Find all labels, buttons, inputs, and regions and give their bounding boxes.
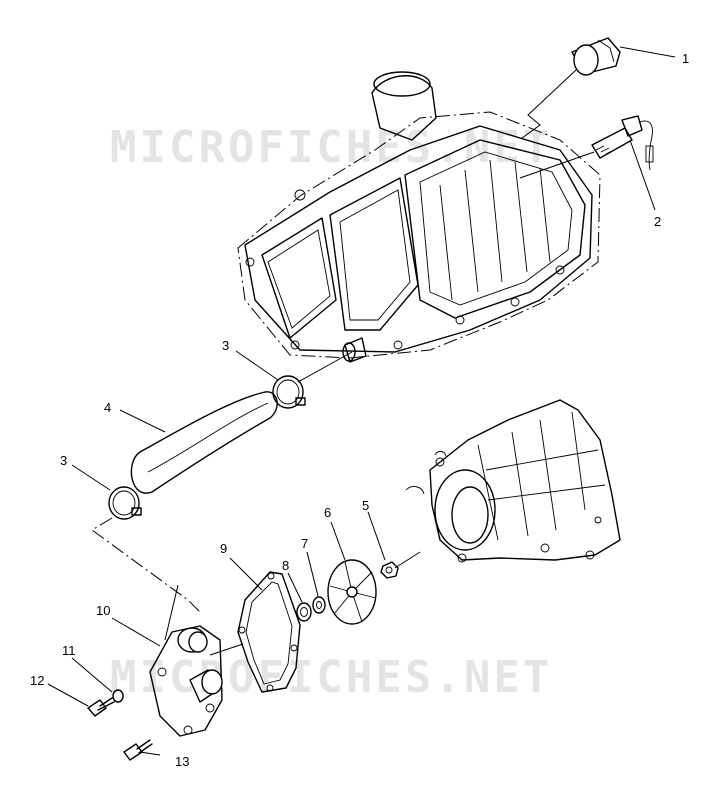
callout-3-lower: 3: [60, 453, 67, 468]
callout-4: 4: [104, 400, 111, 415]
part-4-coolant-hose: [130, 391, 278, 494]
part-1-cap: [571, 37, 621, 76]
callout-13: 13: [175, 754, 189, 769]
callout-3-upper: 3: [222, 338, 229, 353]
hose-routing-line: [91, 517, 201, 613]
watermark-top: MICROFICHES.NET: [110, 122, 552, 173]
callout-1: 1: [682, 51, 689, 66]
part-12-bolt: [87, 697, 115, 717]
part-3-hose-clamp-lower: [108, 486, 142, 520]
part-11-washer: [112, 689, 124, 703]
part-2-sensor: [591, 115, 654, 171]
callout-7: 7: [301, 536, 308, 551]
callouts: 1 2 3 3 4 5 6 7 8 9 10 11 12 13: [30, 51, 689, 769]
callout-12: 12: [30, 673, 44, 688]
part-3-hose-clamp-upper: [272, 375, 306, 409]
leader-lines: [47, 46, 676, 756]
part-8-seal: [296, 602, 312, 622]
callout-8: 8: [282, 558, 289, 573]
part-10-pump-cover: [149, 625, 223, 737]
part-6-impeller: [327, 559, 377, 625]
callout-9: 9: [220, 541, 227, 556]
assembly-lines: [164, 69, 595, 656]
callout-11: 11: [62, 643, 76, 658]
part-5-nut: [380, 561, 399, 579]
callout-6: 6: [324, 505, 331, 520]
callout-2: 2: [654, 214, 661, 229]
part-7-washer: [312, 596, 326, 614]
crankcase-assembly: [405, 399, 621, 563]
callout-5: 5: [362, 498, 369, 513]
part-9-gasket: [237, 571, 301, 693]
cylinder-head-assembly: [237, 71, 601, 363]
part-13-bolt: [123, 739, 153, 761]
callout-10: 10: [96, 603, 110, 618]
watermark-bottom: MICROFICHES.NET: [110, 652, 552, 703]
